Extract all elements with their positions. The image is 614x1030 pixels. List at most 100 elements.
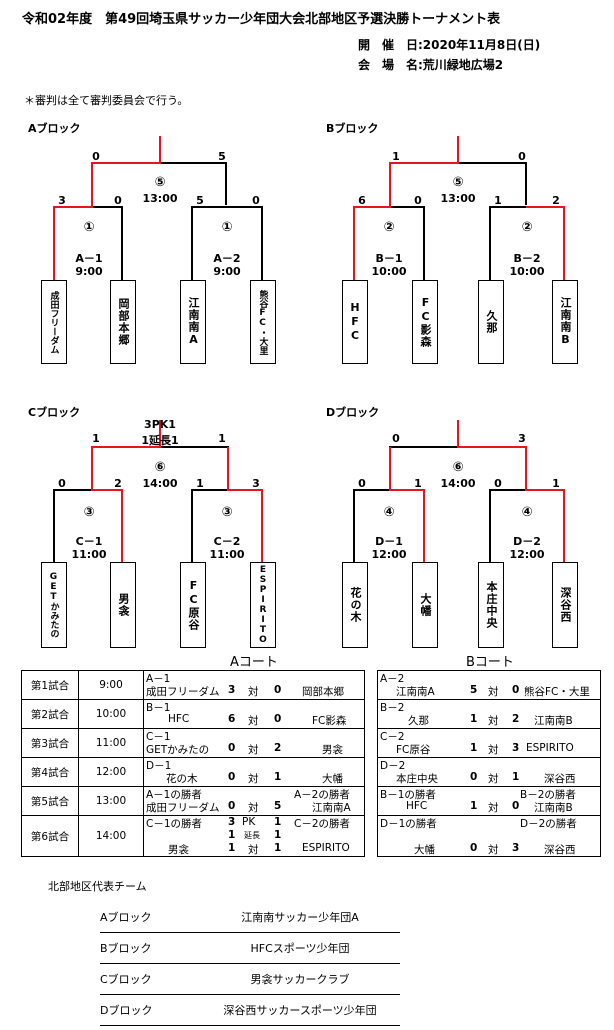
b-left-s2: 0 <box>414 194 422 207</box>
game-label: 第5試合 <box>21 786 79 816</box>
score-1: 1 <box>470 742 478 754</box>
team-1: GETかみたの <box>146 744 210 756</box>
d-final-circle: ⑥ <box>452 460 464 475</box>
d-right-time: 12:00 <box>509 548 545 561</box>
vs-label: 対 <box>488 686 499 698</box>
team-box: 大幡 <box>412 562 438 648</box>
rep-team: 男衾サッカークラブ <box>200 963 400 995</box>
c-extra-time: 1延長1 <box>141 434 179 447</box>
rep-block: Cブロック <box>100 963 200 995</box>
bracket-c-red-2 <box>227 447 263 562</box>
team-box: 成田フリーダム <box>41 280 67 364</box>
game-time: 14:00 <box>78 815 144 857</box>
winner-1-label: B－1の勝者 <box>380 789 436 801</box>
winner-1-label: D－1の勝者 <box>380 818 437 830</box>
team-box: HFC <box>342 280 368 364</box>
match-id: C－2 <box>380 731 405 743</box>
game-label: 第4試合 <box>21 757 79 787</box>
score-2: 1 <box>274 771 282 783</box>
team-2: ESPIRITO <box>302 842 350 854</box>
court-a-title: Aコート <box>230 655 278 670</box>
team-1: HFC <box>406 800 428 812</box>
c-right-s2: 3 <box>252 477 260 490</box>
a-left-circle: ① <box>83 220 95 235</box>
vs-label: 対 <box>488 744 499 756</box>
team-box: 深谷西 <box>552 562 578 648</box>
pk-score-2: 1 <box>274 816 282 828</box>
team-box: 熊谷FC・大里 <box>250 280 276 364</box>
table-row: Aブロック江南南サッカー少年団A <box>100 902 400 933</box>
b-right-circle: ② <box>521 220 533 235</box>
score-1: 0 <box>228 742 236 754</box>
table-row: A－2 江南南A 5 対 0 熊谷FC・大里 <box>377 670 601 700</box>
d-top-left-score: 0 <box>392 432 400 445</box>
game-time: 9:00 <box>78 670 144 700</box>
team-box: 久那 <box>478 280 504 364</box>
table-row: Cブロック男衾サッカークラブ <box>100 963 400 995</box>
team-1: 江南南A <box>396 686 435 698</box>
b-right-match: B－2 <box>513 252 541 265</box>
game-cell: B－2 久那 1 対 2 江南南B <box>377 699 601 729</box>
a-right-match: A－2 <box>213 252 241 265</box>
team-1: 久那 <box>408 715 429 727</box>
vs-label: 対 <box>248 802 259 814</box>
winner-2-label: D－2の勝者 <box>520 818 577 830</box>
game-label: 第1試合 <box>21 670 79 700</box>
ext-score-2: 1 <box>274 829 282 841</box>
court-a-table: 第1試合 9:00 A－1 成田フリーダム 3 対 0 岡部本郷 第2試合 1 0… <box>21 670 365 857</box>
game-time: 12:00 <box>78 757 144 787</box>
score-2: 2 <box>512 713 520 725</box>
d-final-time: 14:00 <box>440 477 476 490</box>
team-2: 熊谷FC・大里 <box>524 686 590 698</box>
b-right-time: 10:00 <box>509 265 545 278</box>
vs-label: 対 <box>488 802 499 814</box>
vs-label: 対 <box>248 715 259 727</box>
team-box: GETかみたの <box>41 562 67 648</box>
a-left-match: A－1 <box>75 252 103 265</box>
d-top-right-score: 3 <box>518 432 526 445</box>
bracket-b-red <box>353 136 459 280</box>
c-left-s1: 0 <box>58 477 66 490</box>
table-row: 第3試合 11:00 C－1 GETかみたの 0 対 2 男衾 <box>21 728 365 758</box>
score-2: 0 <box>512 684 520 696</box>
c-top-left-score: 1 <box>92 432 100 445</box>
game-cell: C－1の勝者 3 PK 1 C－2の勝者 1 延長 1 男衾 1 対 1 ESP… <box>143 815 365 857</box>
c-left-s2: 2 <box>114 477 122 490</box>
table-row: 第1試合 9:00 A－1 成田フリーダム 3 対 0 岡部本郷 <box>21 670 365 700</box>
d-left-s1: 0 <box>358 477 366 490</box>
score-2: 3 <box>512 742 520 754</box>
game-cell: A－2 江南南A 5 対 0 熊谷FC・大里 <box>377 670 601 700</box>
score-1: 0 <box>228 771 236 783</box>
vs-label: 対 <box>248 773 259 785</box>
table-row: B－1の勝者 B－2の勝者 HFC 1 対 0 江南南B <box>377 786 601 816</box>
c-right-s1: 1 <box>196 477 204 490</box>
b-left-match: B－1 <box>375 252 403 265</box>
a-final-time: 13:00 <box>142 192 178 205</box>
d-left-circle: ④ <box>383 505 395 520</box>
team-2: 江南南B <box>534 715 573 727</box>
ext-score-1: 1 <box>228 829 236 841</box>
winner-2-label: C－2の勝者 <box>294 818 351 830</box>
game-label: 第2試合 <box>21 699 79 729</box>
team-2: 深谷西 <box>544 844 576 856</box>
bracket-c-red <box>91 420 161 562</box>
team-box: FC影森 <box>412 280 438 364</box>
d-right-s1: 0 <box>494 477 502 490</box>
c-right-circle: ③ <box>221 505 233 520</box>
team-2: 大幡 <box>322 773 343 785</box>
team-2: 江南南A <box>312 802 351 814</box>
score-2: 2 <box>274 742 282 754</box>
c-final-circle: ⑥ <box>154 460 166 475</box>
game-cell: A－1 成田フリーダム 3 対 0 岡部本郷 <box>143 670 365 700</box>
c-pk: 3PK1 <box>144 418 176 431</box>
bracket-d-red-2 <box>389 447 425 562</box>
score-2: 1 <box>512 771 520 783</box>
vs-label: 対 <box>248 844 259 856</box>
score-1: 0 <box>470 771 478 783</box>
b-top-right-score: 0 <box>518 150 526 163</box>
a-left-time: 9:00 <box>75 265 103 278</box>
match-id: B－2 <box>380 702 405 714</box>
team-box: ESPIRITO <box>250 562 276 648</box>
d-right-s2: 1 <box>552 477 560 490</box>
